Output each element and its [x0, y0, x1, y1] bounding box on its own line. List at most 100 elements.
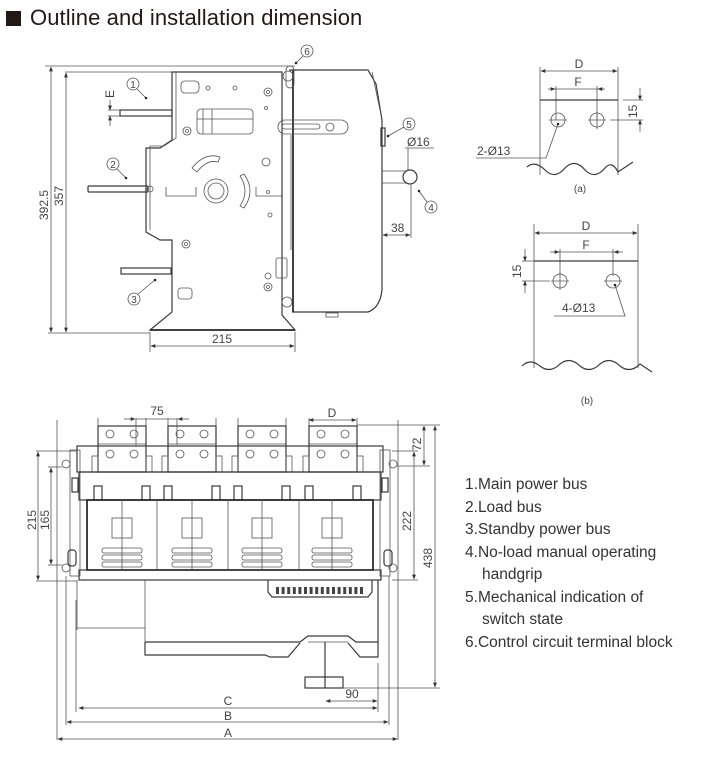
terminal-bracket [91, 455, 99, 473]
terminal-pole [91, 418, 153, 501]
pole-contact [241, 500, 283, 570]
legend-item-3: 3.Standby power bus [465, 521, 611, 538]
terminal-hole [269, 429, 279, 439]
mount-hole [388, 459, 398, 469]
terminal-pin [320, 587, 324, 594]
cam-slot [277, 119, 349, 135]
legend: 1.Main power bus 2.Load bus 3.Standby po… [465, 474, 673, 654]
svg-text:4: 4 [428, 203, 434, 214]
side-plate-outline [145, 71, 297, 331]
terminal-bracket [356, 455, 364, 473]
dim-215: 215 [212, 332, 232, 346]
clip [93, 485, 103, 501]
terminal-pin [332, 587, 335, 594]
foot [325, 312, 339, 318]
handle-boss [203, 178, 229, 204]
svg-text:5: 5 [406, 120, 412, 131]
side-view: 392.5 357 E [37, 44, 438, 352]
dim-15: 15 [510, 264, 524, 278]
body-upper [78, 471, 382, 501]
hole [184, 242, 188, 246]
dim-165: 165 [38, 510, 52, 530]
dim-75: 75 [150, 404, 164, 418]
mechanism-base [145, 580, 379, 643]
terminal-pivot [282, 70, 294, 82]
hole [185, 129, 189, 133]
slot [180, 80, 200, 94]
handle-grip [304, 676, 344, 689]
dim-e: E [103, 90, 117, 98]
svg-text:6: 6 [304, 47, 310, 58]
terminal-hole [129, 429, 139, 439]
dim-90: 90 [345, 687, 359, 701]
terminal-bar [167, 425, 217, 473]
terminal-hole [105, 429, 115, 439]
holes-leader [554, 283, 626, 317]
callout-4: 4 [417, 189, 438, 214]
main-power-bus [119, 109, 173, 117]
clip [381, 477, 389, 493]
callout-1: 1 [126, 77, 148, 100]
hole [266, 190, 270, 194]
mount-hole [61, 563, 71, 573]
terminal-pin [298, 587, 302, 594]
dim-215-front: 215 [25, 510, 39, 530]
terminal-pin [276, 587, 279, 594]
mount-hole [388, 563, 398, 573]
terminal-hole [316, 429, 326, 439]
terminal-hole [199, 449, 209, 459]
indicator-window [196, 108, 254, 135]
side-plate-inner-edge [149, 72, 177, 230]
pole-housing [86, 499, 374, 571]
dim-222: 222 [400, 511, 414, 531]
hole [205, 85, 211, 91]
terminal-bar [308, 425, 358, 473]
control-terminal-block [267, 580, 373, 598]
dim-357: 357 [52, 186, 66, 206]
dim-72: 72 [410, 437, 424, 451]
terminal-hole [105, 449, 115, 459]
svg-text:3: 3 [131, 295, 137, 306]
dim-holes-b: 4-Ø13 [562, 301, 596, 315]
terminal-pin [315, 587, 319, 594]
svg-text:1: 1 [130, 80, 136, 91]
title-text: Outline and installation dimension [30, 5, 363, 30]
clip [304, 485, 314, 501]
latch [67, 549, 77, 567]
mechanism-base-lower [144, 642, 379, 658]
terminal-pin [309, 587, 313, 594]
caption-a: (a) [574, 184, 586, 195]
break-line [521, 359, 653, 373]
terminal-pin [281, 587, 285, 594]
arc-chute-plate [311, 554, 353, 561]
clip [211, 485, 221, 501]
arc-chute-plate [171, 554, 213, 561]
dim-38: 38 [391, 221, 405, 235]
arc-chute-plate [101, 547, 143, 554]
arc-chute-plate [311, 561, 353, 568]
clip [281, 485, 291, 501]
arc-chute-plate [101, 554, 143, 561]
dim-f: F [574, 75, 581, 89]
clip [163, 485, 173, 501]
terminal-hole [129, 449, 139, 459]
load-bus [87, 185, 149, 193]
terminal-pin [343, 587, 347, 594]
clip [71, 477, 79, 493]
terminal-hole [340, 449, 350, 459]
terminal-detail-b: D F 15 4-Ø13 (b) [510, 219, 653, 407]
hole [266, 285, 270, 289]
handgrip-shaft [382, 170, 407, 184]
tab [275, 257, 288, 279]
arc-chute-plate [101, 561, 143, 568]
callout-5: 5 [386, 117, 416, 138]
dim-15: 15 [626, 104, 640, 118]
terminal-bar [237, 425, 287, 473]
pole-contact [171, 500, 213, 570]
terminal-bracket [285, 455, 293, 473]
terminal-pin [326, 587, 330, 594]
terminal-bracket [161, 455, 169, 473]
front-view: 75 D 90 [25, 404, 440, 741]
terminal-hole [340, 429, 350, 439]
